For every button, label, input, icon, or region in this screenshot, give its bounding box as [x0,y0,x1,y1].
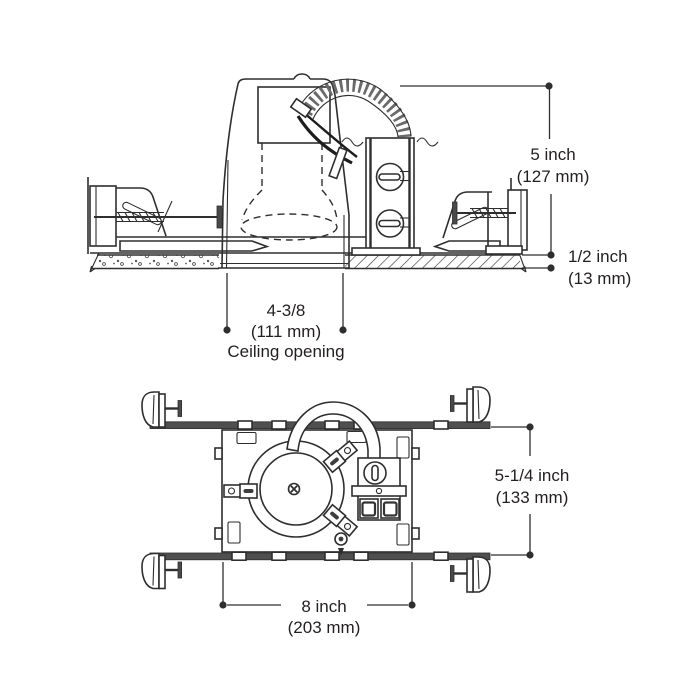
bar-bracket-bottom-right [449,555,492,594]
knockout-bottom [375,209,410,238]
dim-halfin-metric: (13 mm) [568,269,631,288]
nail-right [452,201,516,225]
flex-conduit-side [289,78,412,138]
nail-left [94,205,222,229]
dimension-ceiling-opening: 4-3/8 (111 mm) Ceiling opening [223,273,347,361]
mounting-bracket-right [442,178,528,255]
dim-opening-caption: Ceiling opening [227,342,344,361]
dimension-length: 8 inch (203 mm) [219,562,416,637]
center-screw [287,482,301,496]
dimension-ceiling-halfin: 1/2 inch (13 mm) [522,247,631,288]
socket-clip-left [223,483,258,499]
adjustment-screw [334,532,348,556]
ceiling-section-right [345,252,527,273]
dim-halfin-imperial: 1/2 inch [568,247,628,266]
dim-length-metric: (203 mm) [288,618,361,637]
ceiling-section-left [89,252,219,273]
dim-5in-metric: (127 mm) [517,167,590,186]
dimension-height-5in: 5 inch (127 mm) [400,82,590,259]
dim-length-imperial: 8 inch [301,597,346,616]
junction-box-plan [351,457,407,521]
hanger-bar-bottom [149,551,491,562]
dim-opening-metric: (111 mm) [251,322,321,341]
junction-box-side [341,137,439,256]
wiring [296,111,358,180]
hanger-bar-top [149,420,491,430]
dim-depth-metric: (133 mm) [496,488,569,507]
lamp-bulb [240,143,338,241]
mounting-bracket-left [87,177,222,254]
dim-5in-imperial: 5 inch [530,145,575,164]
dim-depth-imperial: 5-1/4 inch [495,466,570,485]
side-view: 5 inch (127 mm) 1/2 inch (13 mm) 4-3/8 (… [87,73,631,361]
dim-opening-imperial: 4-3/8 [267,301,306,320]
plan-view: 5-1/4 inch (133 mm) 8 inch (203 mm) [140,385,570,637]
dimension-depth: 5-1/4 inch (133 mm) [491,423,570,559]
knockout-top [375,162,410,192]
bar-bracket-top-right [449,385,492,424]
